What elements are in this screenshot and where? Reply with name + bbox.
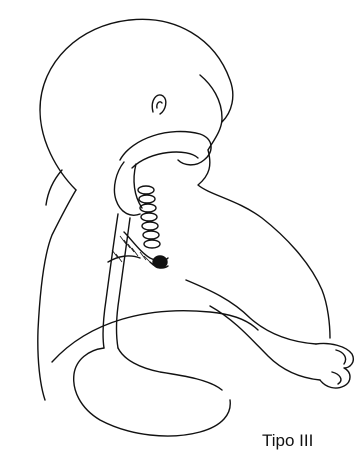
esophagus-right-wall xyxy=(117,218,131,348)
stomach xyxy=(74,348,231,436)
pharynx xyxy=(114,162,140,215)
ear-inner xyxy=(157,102,162,108)
ear xyxy=(152,95,166,114)
shoulder-back-outline xyxy=(46,170,62,205)
diaphragm xyxy=(52,311,258,362)
figure-caption: Tipo III xyxy=(262,432,313,449)
tongue xyxy=(132,152,198,168)
hand xyxy=(316,343,353,388)
trachea xyxy=(138,186,160,248)
palate xyxy=(120,132,211,165)
fingers xyxy=(332,350,346,384)
esophagus-left-wall xyxy=(103,214,118,348)
stomach-inner-curve xyxy=(118,348,222,390)
face-outline xyxy=(200,75,222,150)
bronchus-opening xyxy=(153,256,167,268)
chin-neck-front xyxy=(198,150,330,338)
neck-back-outline xyxy=(38,190,76,400)
